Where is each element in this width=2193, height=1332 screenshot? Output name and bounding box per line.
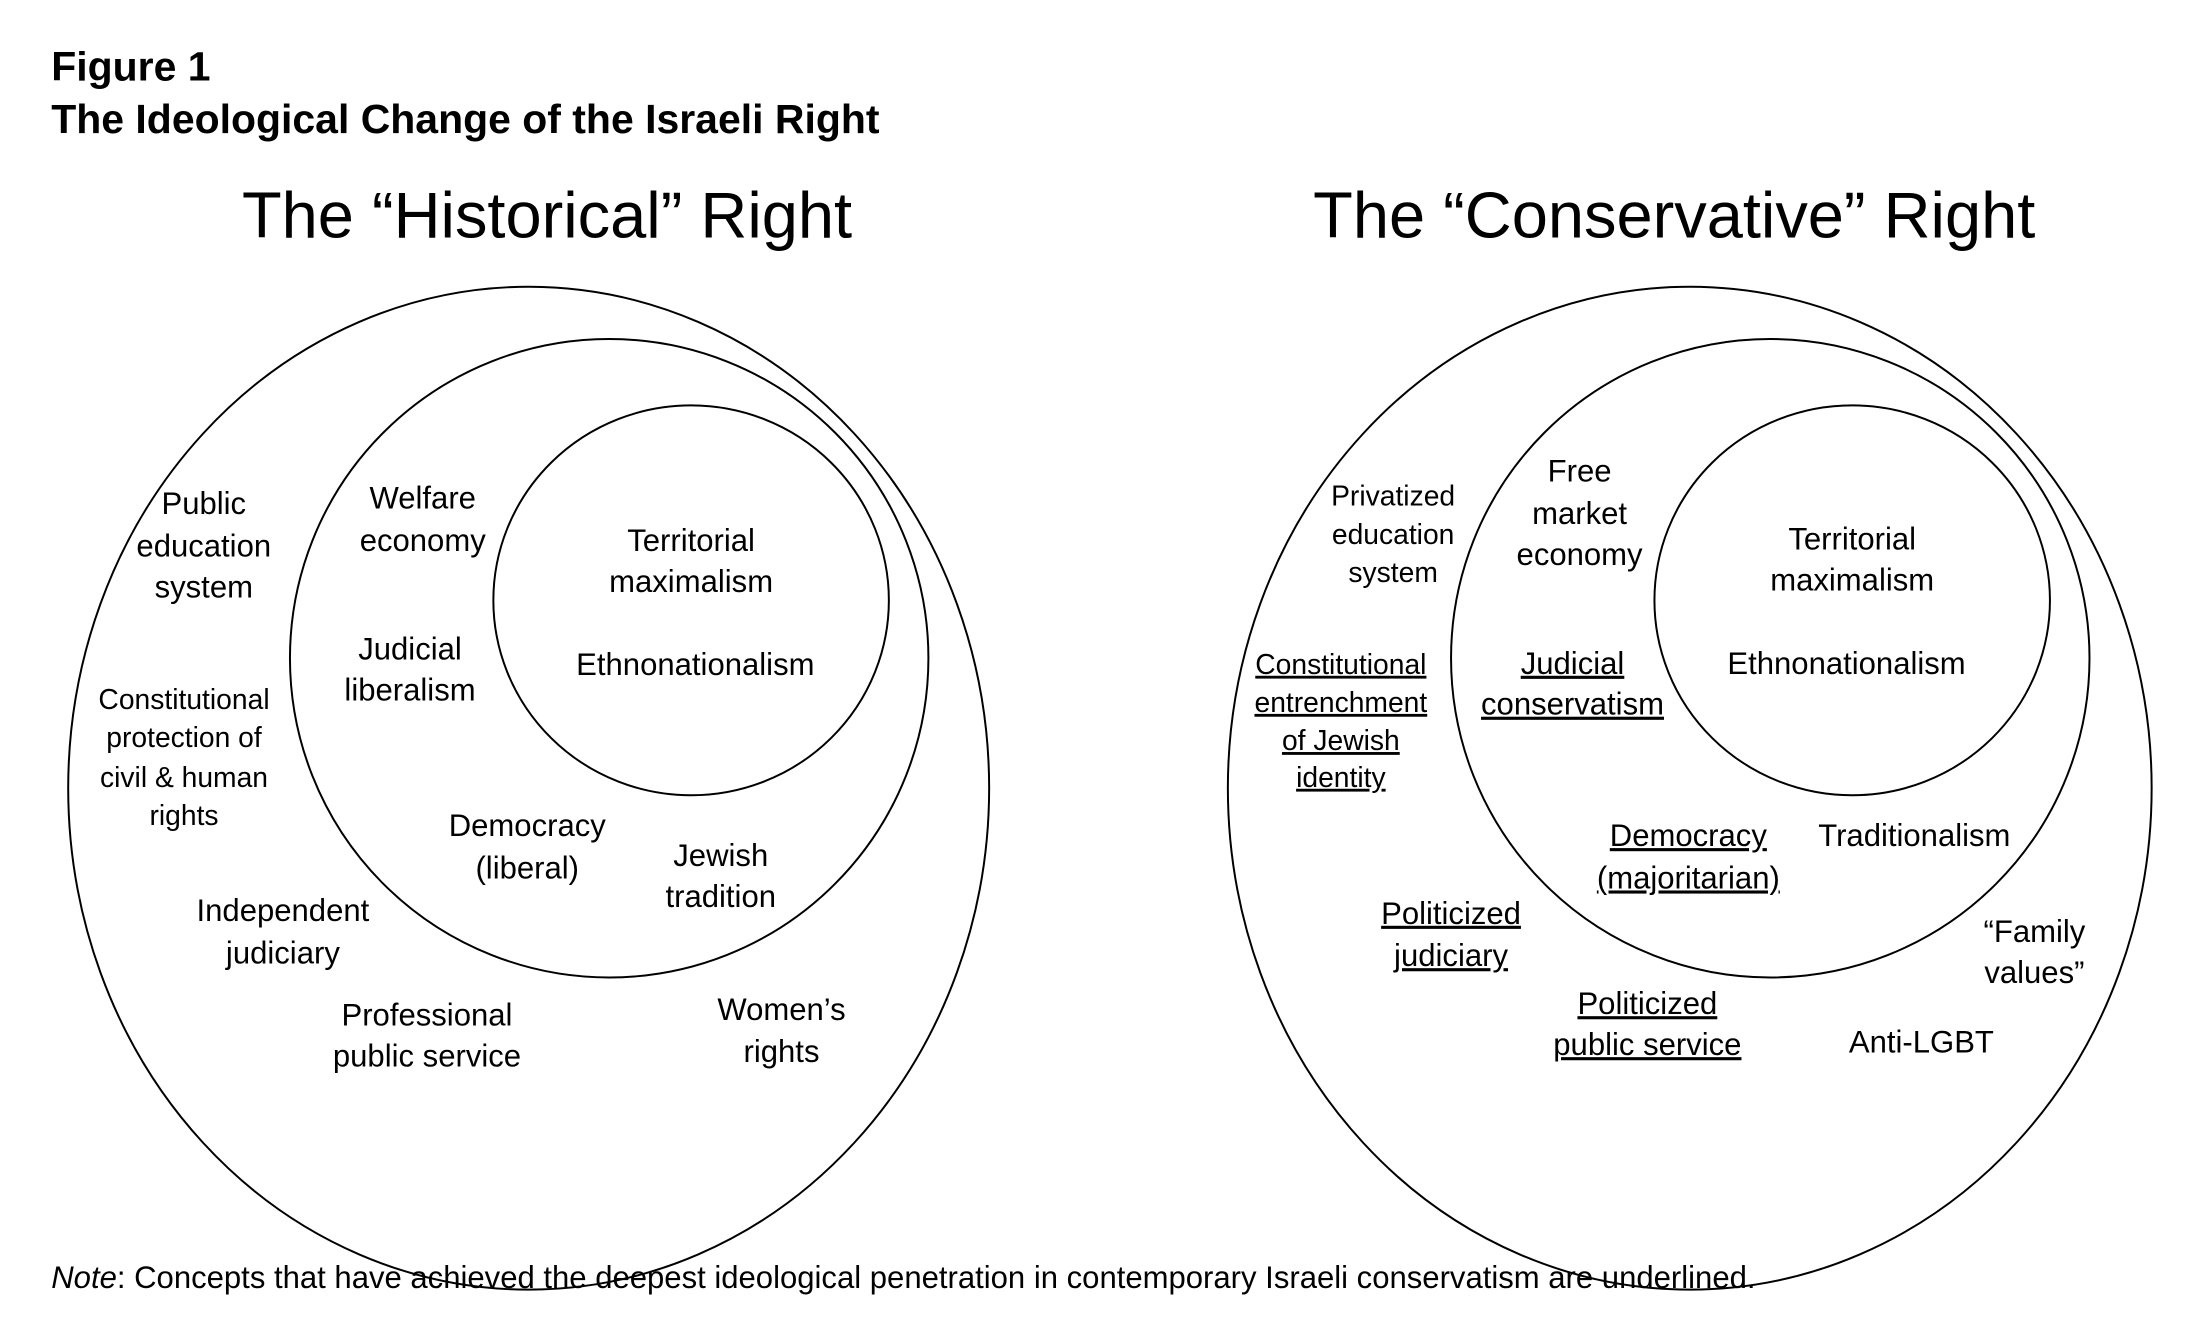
svg-text:Independent: Independent [197, 893, 370, 928]
svg-text:tradition: tradition [666, 879, 777, 914]
svg-text:judiciary: judiciary [225, 935, 340, 970]
inner-circle [492, 404, 890, 797]
label-public-education: Public education system [136, 486, 271, 604]
svg-text:Jewish: Jewish [673, 838, 768, 873]
svg-text:public service: public service [1553, 1027, 1741, 1062]
figure-number: Figure 1 [51, 44, 210, 90]
middle-circle [288, 338, 930, 979]
note-label: Note [51, 1260, 117, 1295]
svg-text:Public: Public [161, 486, 246, 521]
label-judicial-conservatism: Judicial conservatism [1481, 646, 1664, 722]
svg-text:Privatized: Privatized [1331, 480, 1455, 512]
svg-text:market: market [1532, 496, 1627, 531]
label-ethnonationalism: Ethnonationalism [1727, 646, 1965, 681]
label-ethnonationalism: Ethnonationalism [576, 647, 814, 682]
label-politicized-public-service: Politicized public service [1553, 986, 1741, 1062]
svg-text:Politicized: Politicized [1577, 986, 1717, 1021]
svg-text:system: system [155, 569, 253, 604]
svg-text:Politicized: Politicized [1381, 896, 1521, 931]
svg-text:values”: values” [1984, 955, 2084, 990]
svg-text:identity: identity [1296, 761, 1386, 793]
svg-text:Democracy: Democracy [1610, 818, 1768, 853]
label-family-values: “Family values” [1984, 914, 2086, 990]
svg-text:conservatism: conservatism [1481, 687, 1664, 722]
svg-text:maximalism: maximalism [609, 564, 773, 599]
label-territorial-maximalism: Territorial maximalism [609, 523, 773, 599]
svg-text:Constitutional: Constitutional [98, 683, 269, 715]
label-welfare-economy: Welfare economy [360, 481, 487, 558]
figure-note: Note: Concepts that have achieved the de… [51, 1260, 1755, 1295]
svg-text:Women’s: Women’s [717, 992, 845, 1027]
historical-title: The “Historical” Right [242, 178, 852, 251]
label-independent-judiciary: Independent judiciary [197, 893, 370, 970]
svg-text:Democracy: Democracy [449, 808, 607, 843]
svg-text:economy: economy [360, 523, 487, 558]
svg-text:Territorial: Territorial [1788, 521, 1916, 556]
svg-text:(liberal): (liberal) [475, 851, 579, 886]
historical-diagram: The “Historical” Right Public education … [67, 178, 991, 1291]
conservative-title: The “Conservative” Right [1313, 178, 2035, 251]
svg-text:maximalism: maximalism [1770, 562, 1934, 597]
svg-text:Constitutional: Constitutional [1255, 648, 1426, 680]
svg-text:“Family: “Family [1984, 914, 2086, 949]
label-constitutional-protection: Constitutional protection of civil & hum… [98, 683, 269, 831]
label-judicial-liberalism: Judicial liberalism [344, 632, 475, 708]
middle-circle [1450, 338, 2091, 979]
svg-text:civil & human: civil & human [100, 761, 268, 793]
svg-text:Free: Free [1548, 454, 1612, 489]
outer-circle [67, 285, 991, 1291]
inner-circle [1653, 404, 2051, 797]
svg-text:rights: rights [149, 799, 218, 831]
svg-text:Judicial: Judicial [1521, 646, 1625, 681]
label-democracy-majoritarian: Democracy (majoritarian) [1597, 818, 1780, 895]
svg-text:education: education [1332, 518, 1455, 550]
svg-text:Territorial: Territorial [627, 523, 755, 558]
label-jewish-tradition: Jewish tradition [666, 838, 777, 914]
label-democracy-liberal: Democracy (liberal) [449, 808, 607, 885]
svg-text:entrenchment: entrenchment [1254, 686, 1427, 718]
note-text: : Concepts that have achieved the deepes… [117, 1260, 1756, 1295]
label-privatized-education: Privatized education system [1331, 480, 1455, 588]
label-territorial-maximalism: Territorial maximalism [1770, 521, 1934, 597]
svg-text:system: system [1348, 556, 1437, 588]
label-professional-public-service: Professional public service [333, 997, 521, 1073]
svg-text:public service: public service [333, 1038, 521, 1073]
label-constitutional-entrenchment: Constitutional entrenchment of Jewish id… [1254, 648, 1427, 793]
svg-text:protection of: protection of [106, 721, 262, 753]
label-politicized-judiciary: Politicized judiciary [1381, 896, 1521, 973]
svg-text:Welfare: Welfare [369, 481, 475, 516]
conservative-diagram: The “Conservative” Right Privatized educ… [1226, 178, 2153, 1291]
label-womens-rights: Women’s rights [717, 992, 845, 1069]
label-free-market-economy: Free market economy [1517, 454, 1644, 572]
svg-text:Judicial: Judicial [358, 632, 462, 667]
svg-text:education: education [136, 529, 271, 564]
svg-text:economy: economy [1517, 537, 1644, 572]
svg-text:Professional: Professional [342, 997, 513, 1032]
label-traditionalism: Traditionalism [1818, 818, 2010, 853]
svg-text:(majoritarian): (majoritarian) [1597, 860, 1780, 895]
svg-text:liberalism: liberalism [344, 673, 475, 708]
label-anti-lgbt: Anti-LGBT [1849, 1024, 1994, 1059]
outer-circle [1226, 285, 2153, 1291]
figure-title: The Ideological Change of the Israeli Ri… [51, 96, 880, 142]
svg-text:rights: rights [744, 1034, 820, 1069]
svg-text:of Jewish: of Jewish [1282, 724, 1400, 756]
svg-text:judiciary: judiciary [1393, 938, 1508, 973]
